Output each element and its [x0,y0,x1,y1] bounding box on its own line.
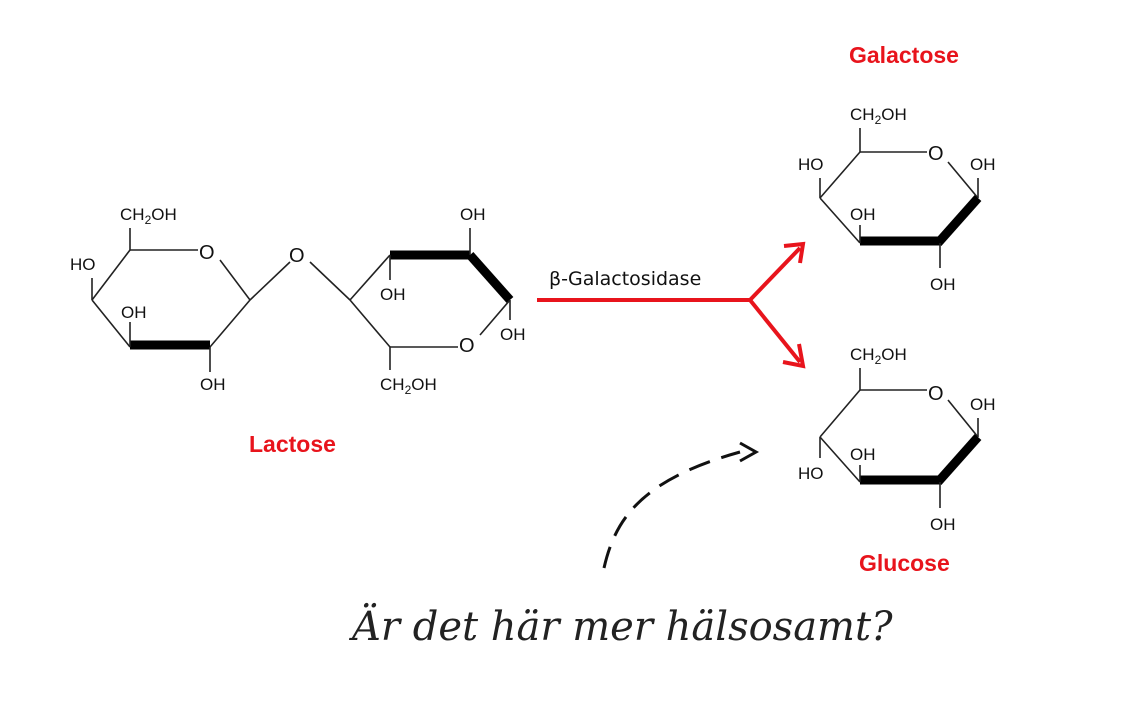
dashed-curved-arrow [602,441,760,569]
lactose-oh-inner-left: OH [121,303,147,322]
galactose-ho: HO [798,155,824,174]
glucose-ho: HO [798,464,824,483]
glycosidic-oxygen: O [289,245,305,267]
lactose-oh-right: OH [500,325,526,344]
lactose-oh-top-right: OH [460,205,486,224]
lactose-ch2oh-bottom: CH2OH [380,375,437,397]
enzyme-label: β-Galactosidase [549,268,701,290]
lactose-oh-bottom-left: OH [200,375,226,394]
galactose-ring: O CH2OH HO OH OH OH [798,105,996,294]
glucose-ch2oh: CH2OH [850,345,907,367]
caption-question: Är det här mer hälsosamt? [348,604,893,650]
galactose-label: Galactose [849,42,959,68]
galactose-ch2oh: CH2OH [850,105,907,127]
lactose-galactose-ring: O CH2OH HO OH OH [70,205,251,394]
galactose-oh-bottom: OH [930,275,956,294]
glucose-oh-inner: OH [850,445,876,464]
galactose-ring-oxygen: O [928,143,944,165]
lactose-glucose-ring: O OH OH OH CH2OH [349,205,526,397]
lactose-oh-inner-right: OH [380,285,406,304]
glucose-oh-bottom: OH [930,515,956,534]
galactose-oh-inner: OH [850,205,876,224]
glucose-oh-right: OH [970,395,996,414]
lactose-label: Lactose [249,431,336,457]
galactose-oh-right: OH [970,155,996,174]
lactose-ho-left: HO [70,255,96,274]
lactose-ring-oxygen-2: O [459,335,475,357]
glucose-ring: O CH2OH HO OH OH OH [798,345,996,534]
glucose-ring-oxygen: O [928,383,944,405]
glucose-label: Glucose [859,550,950,576]
reaction-arrow [537,241,806,369]
lactose-ch2oh-top: CH2OH [120,205,177,227]
lactose-ring-oxygen-1: O [199,242,215,264]
glycosidic-bond: O [249,245,351,301]
